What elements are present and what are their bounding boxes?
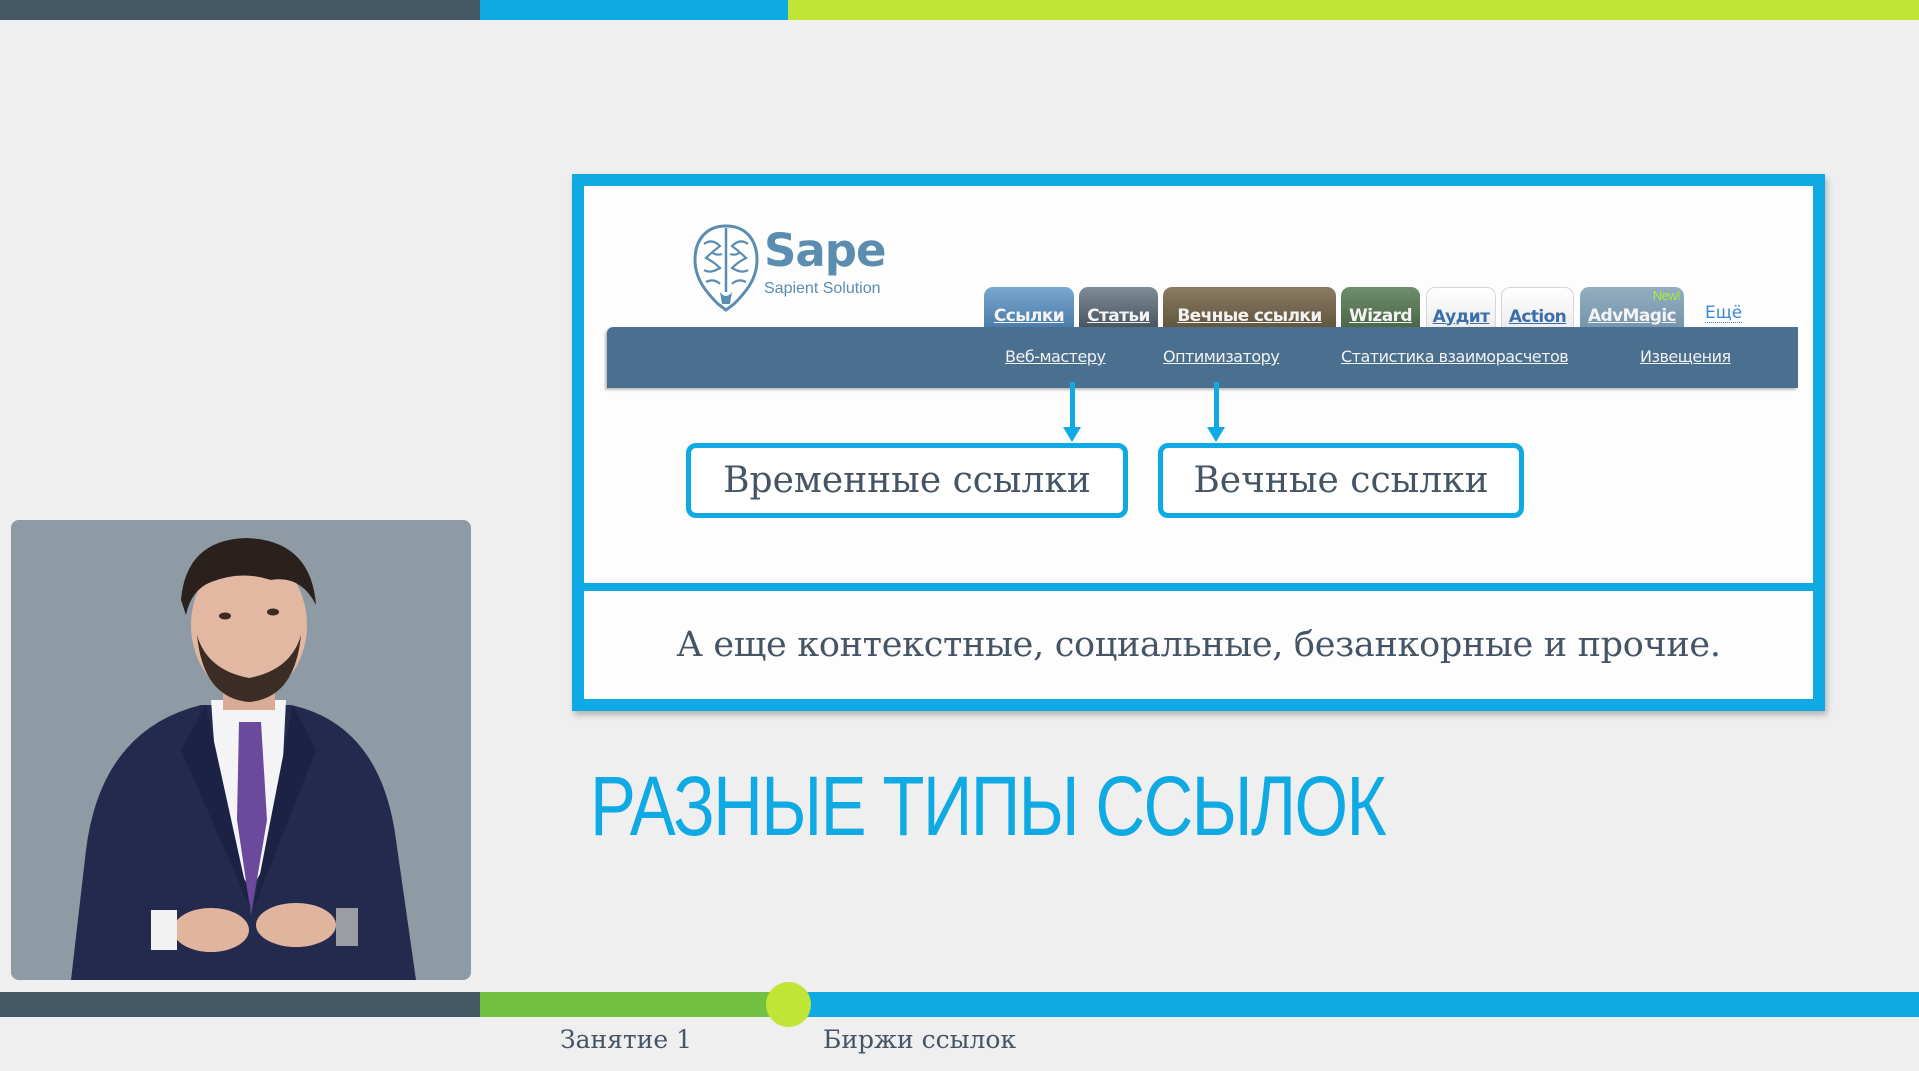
presenter-figure-icon <box>11 520 471 980</box>
tab-label: Статьи <box>1087 306 1150 326</box>
callout-eternal-links: Вечные ссылки <box>1158 443 1524 518</box>
progress-completed-segment <box>480 992 790 1017</box>
subnav-optimizer[interactable]: Оптимизатору <box>1163 347 1280 366</box>
frame-divider <box>584 583 1813 591</box>
callout-label: Вечные ссылки <box>1193 460 1489 501</box>
progress-marker[interactable] <box>766 982 811 1027</box>
progress-remaining-segment <box>790 992 1919 1017</box>
callout-label: Временные ссылки <box>723 460 1091 501</box>
tab-label: Action <box>1508 306 1567 327</box>
sub-navigation-bar: Веб-мастеру Оптимизатору Статистика взаи… <box>607 327 1798 388</box>
arrow-down-icon <box>1207 382 1225 442</box>
subnav-webmaster[interactable]: Веб-мастеру <box>1005 347 1106 366</box>
lesson-number: Занятие 1 <box>560 1025 693 1054</box>
lesson-topic: Биржи ссылок <box>823 1025 1017 1054</box>
presenter-video <box>11 520 471 980</box>
tab-label: Ссылки <box>993 306 1065 326</box>
subnav-statistics[interactable]: Статистика взаиморасчетов <box>1341 347 1569 366</box>
brain-icon <box>693 224 759 312</box>
top-bar-blue-segment <box>480 0 788 20</box>
slide-title: РАЗНЫЕ ТИПЫ ССЫЛОК <box>590 759 1387 853</box>
tab-label: AdvMagic <box>1587 306 1677 326</box>
tab-label: Вечные ссылки <box>1177 306 1322 326</box>
progress-dark-segment <box>0 992 480 1017</box>
more-tabs-link[interactable]: Ещё <box>1705 303 1743 323</box>
slide-caption: А еще контекстные, социальные, безанкорн… <box>676 625 1721 665</box>
logo-name: Sape <box>764 224 887 277</box>
logo-tagline: Sapient Solution <box>764 280 881 297</box>
tab-label: Wizard <box>1349 306 1413 326</box>
arrow-down-icon <box>1063 382 1081 442</box>
top-bar-dark-segment <box>0 0 480 20</box>
tab-label: Аудит <box>1432 306 1490 327</box>
callout-temporary-links: Временные ссылки <box>686 443 1128 518</box>
screenshot-frame: Sape Sapient Solution Ссылки Статьи Вечн… <box>572 174 1825 711</box>
top-bar-lime-segment <box>788 0 1919 20</box>
new-badge: New! <box>1652 288 1681 303</box>
subnav-notifications[interactable]: Извещения <box>1640 347 1731 366</box>
